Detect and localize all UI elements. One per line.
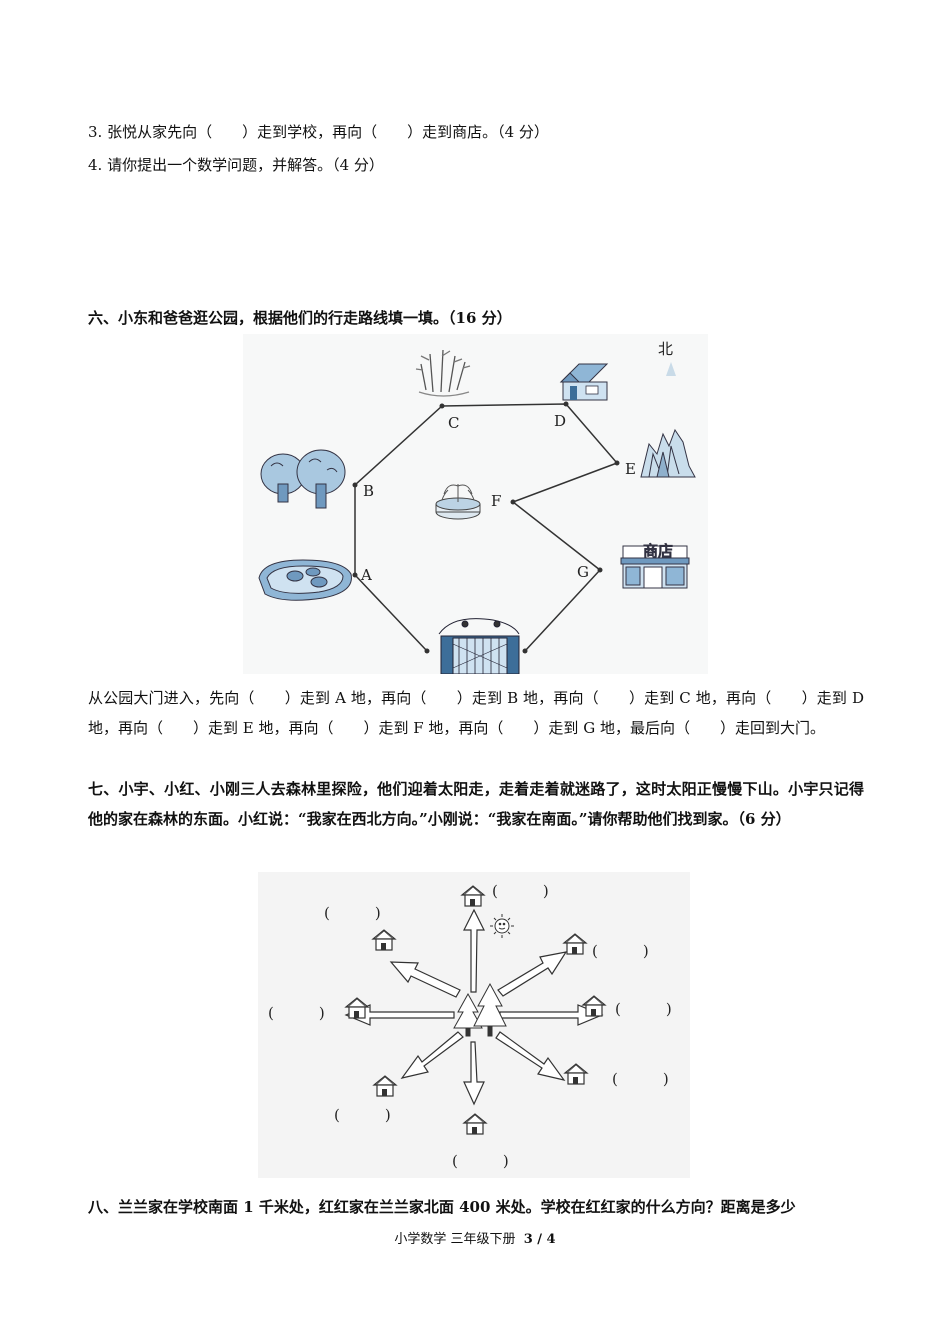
park-gate-icon <box>438 618 520 674</box>
arrow-southeast <box>495 1031 566 1081</box>
rock-mountain-icon <box>640 428 696 478</box>
bamboo-icon <box>415 349 471 397</box>
forest-trees-icon <box>453 982 507 1037</box>
point-e-label: E <box>625 460 636 478</box>
point-f-label: F <box>491 492 501 510</box>
trees-icon <box>260 449 346 509</box>
north-label: 北 <box>658 340 673 358</box>
shop-icon: 商店 <box>620 542 690 589</box>
shop-sign-label: 商店 <box>643 542 673 560</box>
arrow-south <box>463 1041 485 1106</box>
blank-northeast: ( ) <box>592 942 649 960</box>
question-6-heading: 六、小东和爸爸逛公园，根据他们的行走路线填一填。（16 分） <box>88 309 512 327</box>
point-b-label: B <box>363 482 374 500</box>
arrow-west <box>344 1004 455 1026</box>
blank-north: ( ) <box>492 882 549 900</box>
house-icon <box>559 363 609 401</box>
blank-northwest: ( ) <box>324 904 381 922</box>
point-a-label: A <box>360 566 372 584</box>
blank-east: ( ) <box>615 1000 672 1018</box>
sun-icon <box>490 914 514 938</box>
park-route-map: 北 A B C D E F G <box>243 334 708 674</box>
question-5-item-3: 3. 张悦从家先向（ ）走到学校，再向（ ）走到商店。（4 分） <box>88 123 549 141</box>
blank-west: ( ) <box>268 1004 325 1022</box>
question-8-text: 八、兰兰家在学校南面 1 千米处，红红家在兰兰家北面 400 米处。学校在红红家… <box>88 1198 796 1216</box>
question-7-text: 七、小宇、小红、小刚三人去森林里探险，他们迎着太阳走，走着走着就迷路了，这时太阳… <box>88 780 864 828</box>
arrow-northwest <box>389 961 461 998</box>
arrow-east <box>499 1004 604 1026</box>
north-arrow-icon <box>666 362 676 376</box>
arrow-northeast <box>497 951 568 997</box>
arrow-southwest <box>400 1031 464 1079</box>
point-g-label: G <box>577 563 589 581</box>
blank-south: ( ) <box>452 1152 509 1170</box>
question-5-item-4: 4. 请你提出一个数学问题，并解答。（4 分） <box>88 156 384 174</box>
point-c-label: C <box>448 414 459 432</box>
page-number: 3 / 4 <box>523 1232 556 1247</box>
blank-southwest: ( ) <box>334 1106 391 1124</box>
blank-southeast: ( ) <box>612 1070 669 1088</box>
page-footer: 小学数学 三年级下册 3 / 4 <box>0 1228 950 1247</box>
pond-icon <box>258 559 352 601</box>
point-d-label: D <box>554 412 566 430</box>
question-6-fill-text: 从公园大门进入，先向（ ）走到 A 地，再向（ ）走到 B 地，再向（ ）走到 … <box>88 689 864 737</box>
fountain-icon <box>435 484 481 520</box>
direction-arrows <box>344 908 604 1106</box>
forest-direction-figure: ( ) ( ) ( ) ( ) ( ) ( ) ( ) ( ) <box>258 872 690 1178</box>
footer-title: 小学数学 三年级下册 <box>394 1232 516 1247</box>
arrow-north <box>463 908 485 993</box>
